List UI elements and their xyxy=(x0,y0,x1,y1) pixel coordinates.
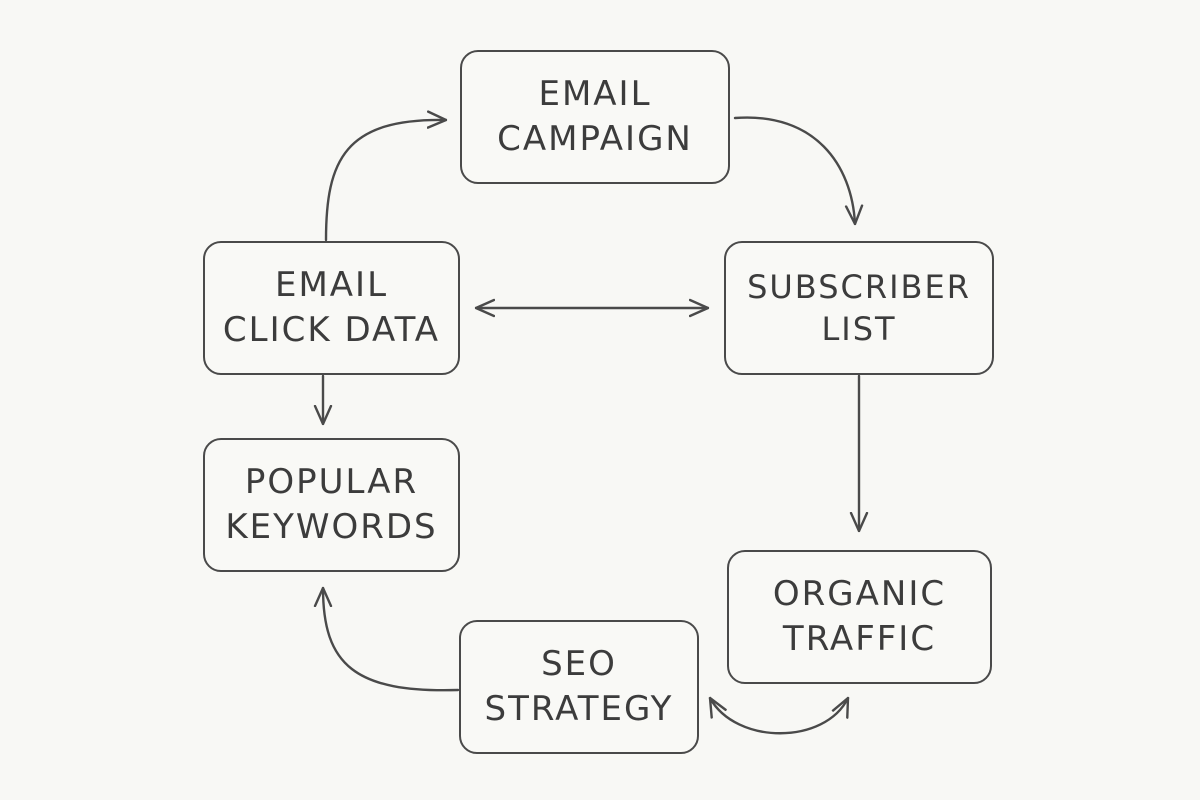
arrow-campaign-to-subscriber xyxy=(733,116,855,226)
node-label-line: LIST xyxy=(821,310,897,348)
node-label-line: CLICK DATA xyxy=(222,310,441,350)
node-label-line: SEO xyxy=(541,644,617,685)
node-label-line: KEYWORDS xyxy=(225,507,438,547)
node-email-click-data: EMAIL CLICK DATA xyxy=(203,241,460,375)
node-subscriber-list: SUBSCRIBER LIST xyxy=(724,241,994,375)
node-label-line: ORGANIC xyxy=(772,574,947,615)
node-label-line: SUBSCRIBER xyxy=(747,267,971,306)
node-label-line: STRATEGY xyxy=(484,689,674,729)
arrow-seo-to-keywords xyxy=(323,586,460,692)
node-label-line: EMAIL xyxy=(274,265,389,306)
node-label-line: EMAIL xyxy=(538,74,652,115)
node-label-line: POPULAR xyxy=(244,462,419,503)
node-email-campaign: EMAIL CAMPAIGN xyxy=(460,50,730,184)
node-organic-traffic: ORGANIC TRAFFIC xyxy=(727,550,992,684)
node-seo-strategy: SEO STRATEGY xyxy=(459,620,699,754)
node-popular-keywords: POPULAR KEYWORDS xyxy=(203,438,460,572)
node-label-line: CAMPAIGN xyxy=(497,119,693,159)
node-label-line: TRAFFIC xyxy=(782,619,937,659)
arrow-click-data-to-campaign xyxy=(324,120,448,242)
arrow-seo-organic-bidirectional xyxy=(708,696,850,735)
